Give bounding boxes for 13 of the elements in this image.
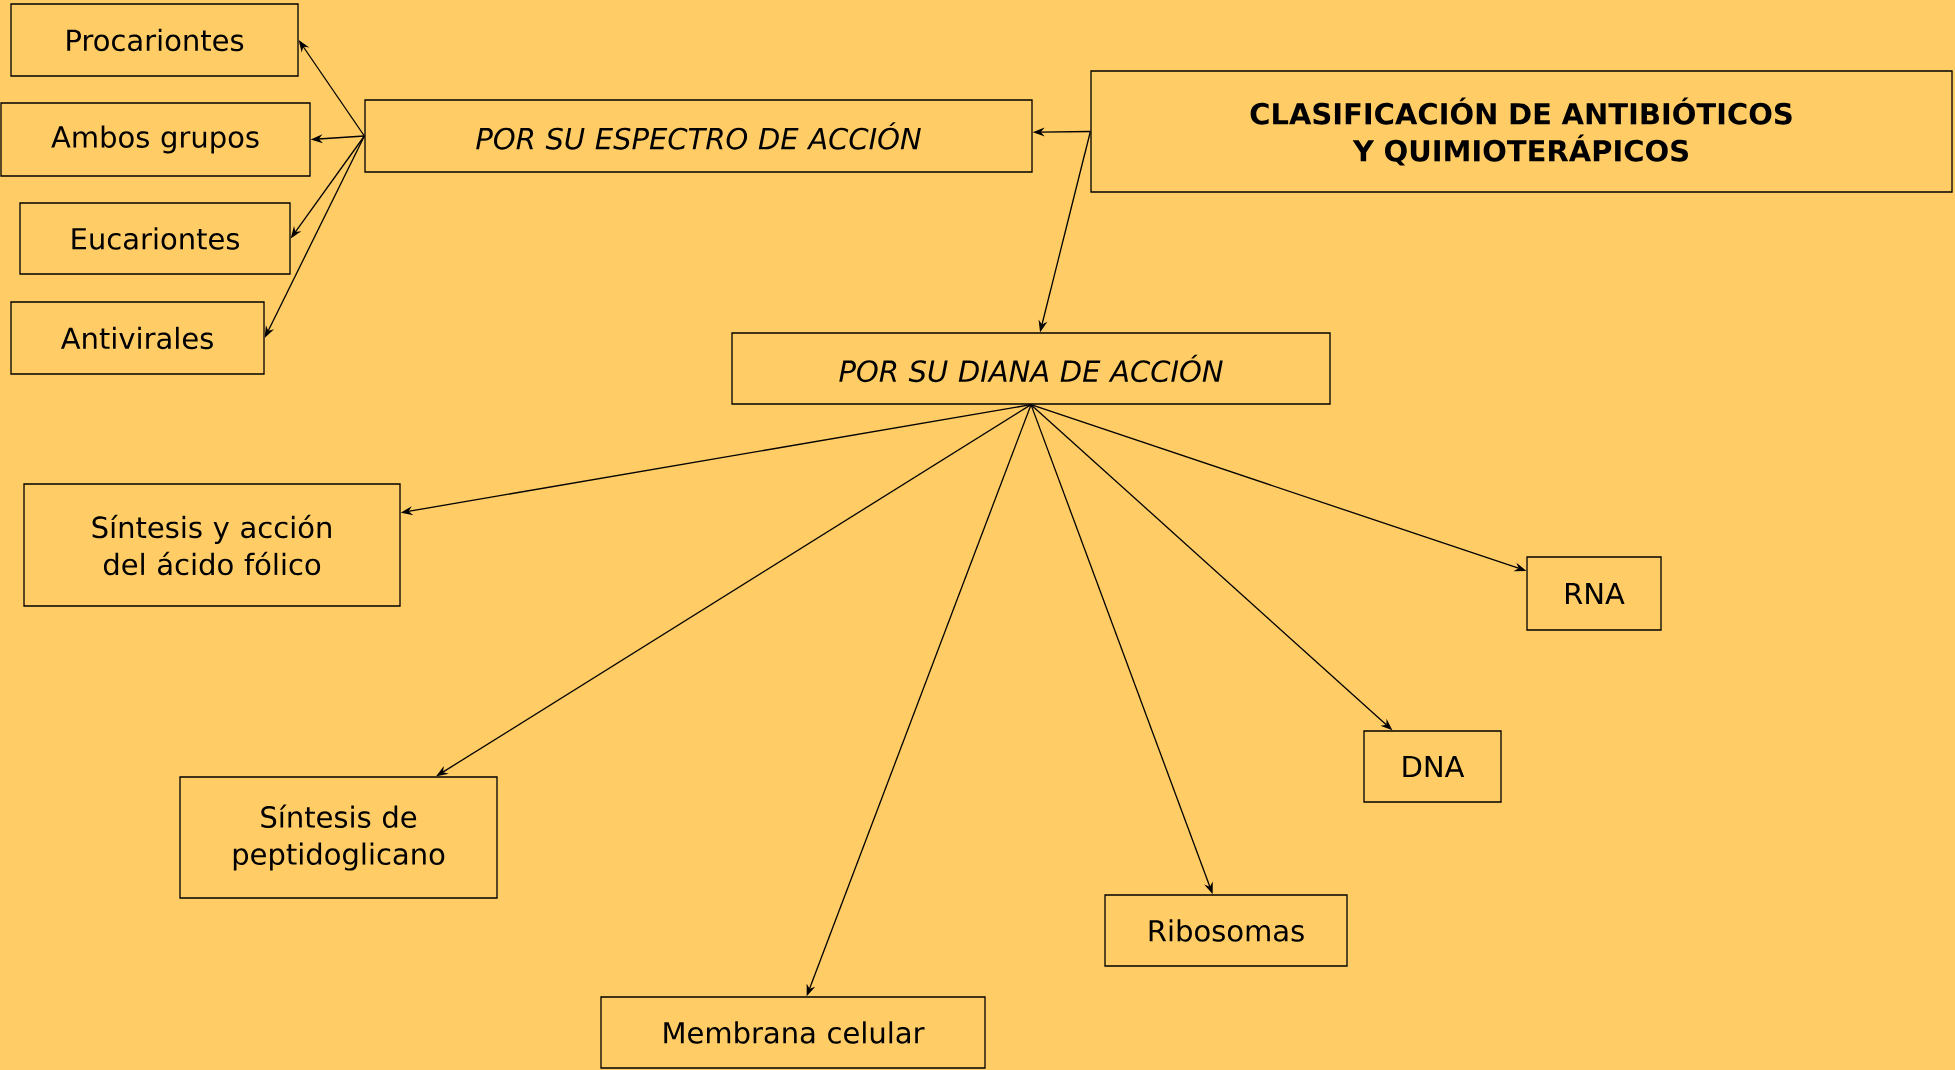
item-box: Ambos grupos (0, 102, 311, 177)
item-box: Antivirales (10, 301, 265, 375)
item-box: Síntesis y acción del ácido fólico (23, 483, 401, 607)
item-box: Síntesis de peptidoglicano (179, 776, 498, 899)
item-box: Ribosomas (1104, 894, 1348, 967)
item-box: RNA (1526, 556, 1662, 631)
item-box: Membrana celular (600, 996, 986, 1069)
item-box: Procariontes (10, 3, 299, 77)
category-box: POR SU DIANA DE ACCIÓN (731, 332, 1331, 405)
category-box: POR SU ESPECTRO DE ACCIÓN (364, 99, 1033, 173)
title-box: CLASIFICACIÓN DE ANTIBIÓTICOS Y QUIMIOTERÁPICOS (1090, 70, 1953, 193)
item-box: Eucariontes (19, 202, 291, 275)
item-box: DNA (1363, 730, 1502, 803)
